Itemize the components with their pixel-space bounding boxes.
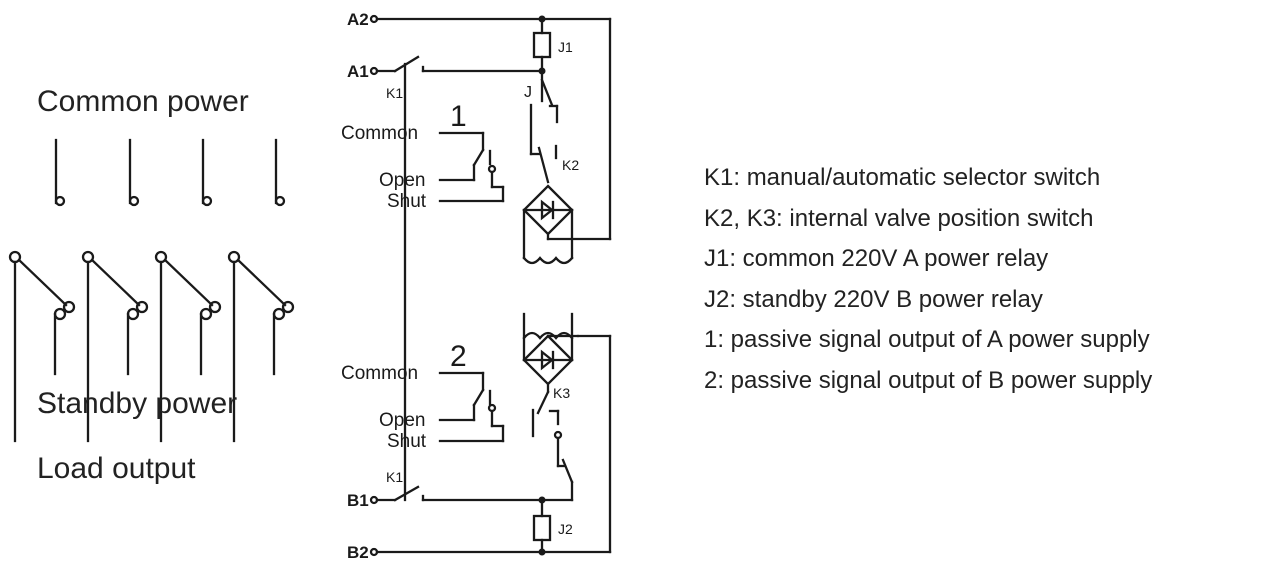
load-output-label: Load output bbox=[37, 452, 196, 485]
common-contact bbox=[274, 138, 286, 207]
legend-item: 2: passive signal output of B power supp… bbox=[704, 366, 1153, 394]
k3-label: K3 bbox=[553, 385, 570, 401]
signal-2-shut: Shut bbox=[387, 431, 427, 452]
k1-switch-bottom bbox=[393, 485, 420, 502]
signal-2-common: Common bbox=[341, 363, 418, 384]
common-contact bbox=[128, 138, 140, 207]
j1-label: J1 bbox=[558, 39, 573, 55]
load-switch bbox=[154, 250, 222, 443]
signal-2-open: Open bbox=[379, 410, 425, 431]
load-switch bbox=[8, 250, 76, 443]
circuit-b bbox=[369, 312, 612, 557]
k1-switch-top bbox=[393, 55, 420, 73]
relay-j2-coil bbox=[532, 514, 552, 542]
common-power-label: Common power bbox=[37, 85, 249, 118]
terminal-a1-label: A1 bbox=[347, 62, 369, 81]
k1-bottom-label: K1 bbox=[386, 469, 403, 485]
legend-item: 1: passive signal output of A power supp… bbox=[704, 326, 1150, 353]
legend-item: J1: common 220V A power relay bbox=[704, 245, 1049, 272]
signal-1-common: Common bbox=[341, 123, 418, 144]
k1-top-label: K1 bbox=[386, 85, 403, 101]
motor-winding-1 bbox=[522, 256, 574, 265]
signal-1-open: Open bbox=[379, 170, 425, 191]
terminal-b2-label: B2 bbox=[347, 543, 369, 562]
load-switch-blades bbox=[8, 250, 295, 443]
standby-power-label: Standby power bbox=[37, 387, 238, 420]
common-contact bbox=[201, 138, 213, 207]
j-label: J bbox=[524, 84, 532, 101]
load-switch bbox=[81, 250, 149, 443]
common-contact bbox=[54, 138, 66, 207]
circuit-a bbox=[369, 14, 612, 502]
legend-item: J2: standby 220V B power relay bbox=[704, 285, 1043, 313]
legend: K1: manual/automatic selector switch K2,… bbox=[704, 158, 1152, 401]
j2-label: J2 bbox=[558, 521, 573, 537]
legend-item: K1: manual/automatic selector switch bbox=[704, 164, 1101, 191]
relay-j1-coil bbox=[532, 31, 552, 59]
signal-1-shut: Shut bbox=[387, 191, 427, 212]
legend-item: K2, K3: internal valve position switch bbox=[704, 204, 1094, 232]
k2-label: K2 bbox=[562, 157, 579, 173]
load-switch bbox=[227, 250, 295, 443]
terminal-b1-label: B1 bbox=[347, 491, 369, 510]
motor-winding-2 bbox=[522, 331, 574, 340]
signal-1-number: 1 bbox=[450, 100, 467, 133]
common-power-contacts bbox=[54, 138, 286, 207]
signal-2-number: 2 bbox=[450, 340, 467, 373]
terminal-a2-label: A2 bbox=[347, 10, 369, 29]
